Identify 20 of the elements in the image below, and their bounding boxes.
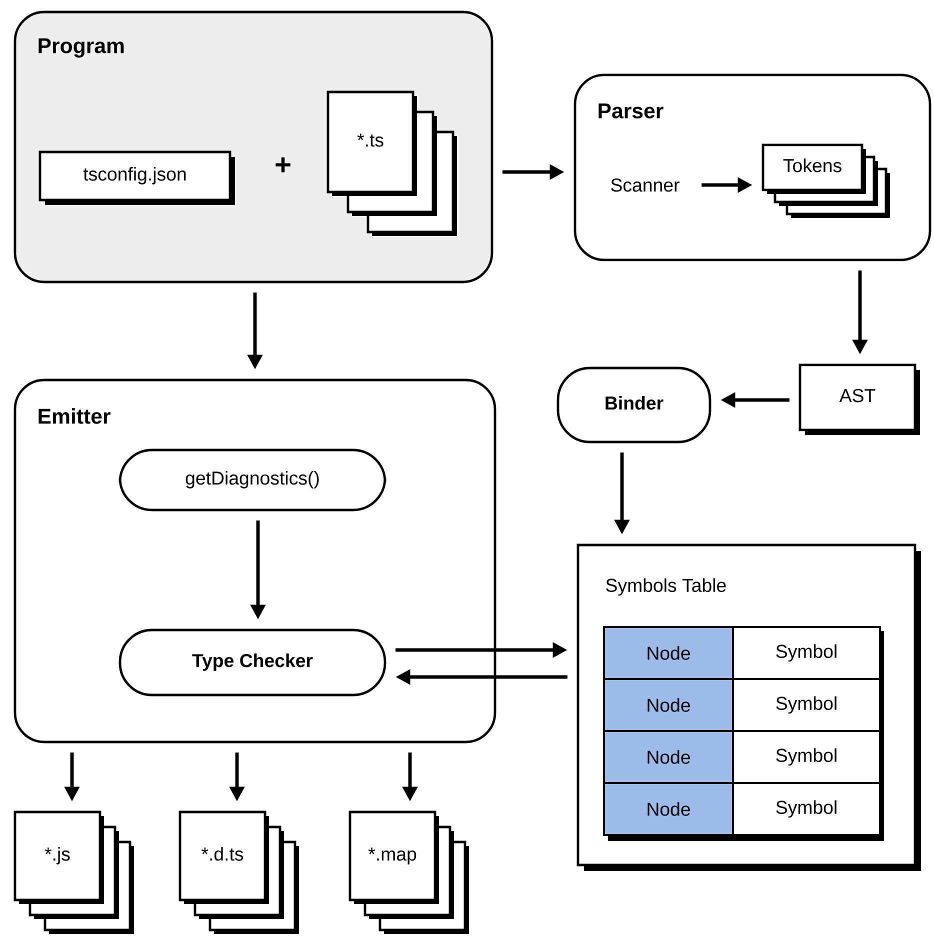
file-box: tsconfig.json (38, 150, 235, 205)
table-cell: Node (603, 782, 734, 836)
process-box: Binder (556, 366, 712, 444)
plus-sign: + (276, 157, 290, 172)
process-box: getDiagnostics() (118, 448, 386, 512)
table-cell: Node (603, 626, 734, 680)
table-cell: Symbol (732, 626, 881, 680)
file-stack: *.js (14, 810, 134, 934)
table-cell: Symbol (732, 678, 881, 732)
file-stack: Tokens (762, 144, 890, 218)
component-label: Scanner (611, 178, 680, 192)
file-stack: *.map (348, 810, 469, 934)
file-stack: *.d.ts (178, 810, 299, 934)
table-cell: Symbol (732, 782, 881, 836)
file-stack: *.ts (326, 90, 457, 236)
table-cell: Symbol (732, 730, 881, 784)
process-box: Type Checker (118, 628, 386, 696)
file-box: AST (798, 364, 920, 435)
table-cell: Node (603, 678, 734, 732)
table-cell: Node (603, 730, 734, 784)
